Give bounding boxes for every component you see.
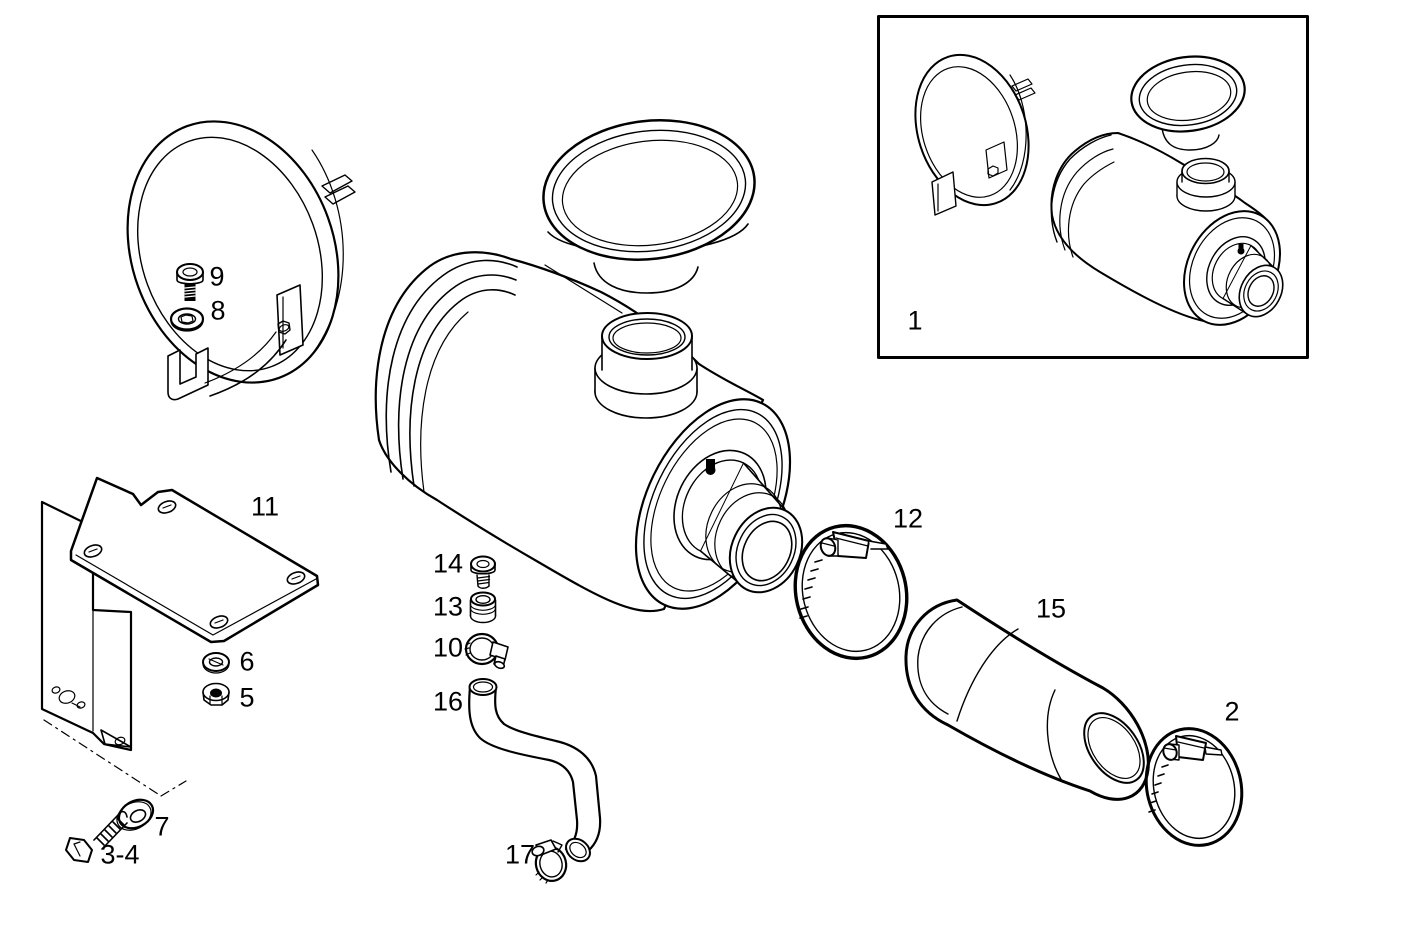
part-label-3-4: 3-4 bbox=[100, 839, 140, 870]
part-label-12: 12 bbox=[892, 503, 924, 534]
inset-assembled-unit bbox=[914, 53, 1284, 326]
part-label-8: 8 bbox=[210, 295, 226, 326]
inset-frame bbox=[877, 15, 1309, 359]
part-label-9: 9 bbox=[209, 261, 225, 292]
part-label-5: 5 bbox=[239, 682, 255, 713]
drain-clamp-10 bbox=[464, 632, 509, 670]
part-label-14: 14 bbox=[432, 548, 464, 579]
part-label-7: 7 bbox=[154, 811, 170, 842]
drain-bushing-13 bbox=[469, 591, 497, 624]
part-label-6: 6 bbox=[239, 646, 255, 677]
part-label-15: 15 bbox=[1035, 593, 1067, 624]
band-bolt bbox=[176, 263, 204, 301]
part-label-1: 1 bbox=[907, 305, 923, 336]
drain-screw-14 bbox=[470, 555, 496, 589]
hose-clamp-2 bbox=[1144, 727, 1244, 847]
band-washer bbox=[169, 307, 205, 332]
part-label-17: 17 bbox=[504, 839, 536, 870]
mounting-bracket bbox=[40, 476, 320, 797]
rubber-sleeve-15 bbox=[904, 598, 1150, 801]
air-cleaner-cover-cap bbox=[542, 119, 756, 314]
mounting-band bbox=[126, 120, 356, 401]
part-label-10: 10 bbox=[432, 632, 464, 663]
washer-6 bbox=[202, 652, 230, 674]
hose-clamp-12 bbox=[793, 523, 909, 661]
part-label-2: 2 bbox=[1224, 696, 1240, 727]
part-label-16: 16 bbox=[432, 686, 464, 717]
hex-nut-5 bbox=[202, 682, 230, 706]
drain-hose-16 bbox=[468, 678, 602, 863]
washer-7 bbox=[116, 798, 155, 831]
hex-bolt-3-4 bbox=[65, 810, 128, 863]
small-hose-clamp-17 bbox=[531, 839, 568, 884]
air-cleaner-inlet-port bbox=[594, 312, 698, 419]
part-label-13: 13 bbox=[432, 591, 464, 622]
part-label-11: 11 bbox=[250, 491, 280, 522]
